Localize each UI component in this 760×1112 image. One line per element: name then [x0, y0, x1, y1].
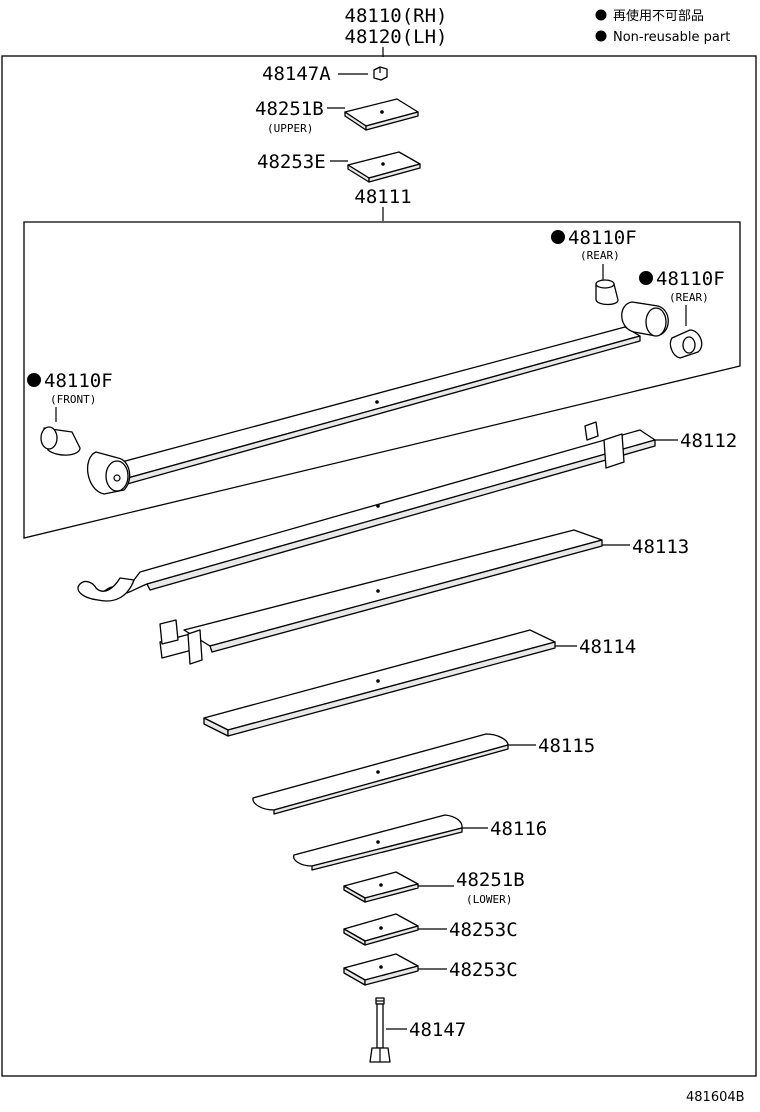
label-48110f-rear-2: 48110F — [656, 268, 725, 290]
label-48114: 48114 — [579, 636, 636, 658]
leaf-48114: 48114 — [203, 629, 636, 737]
leaf-48115: 48115 — [252, 733, 595, 815]
label-lower: (LOWER) — [466, 893, 512, 906]
label-48251b-lower: 48251B — [456, 869, 525, 891]
assembly-frame — [23, 221, 741, 539]
label-48253c-2: 48253C — [449, 959, 518, 981]
label-rear-2: (REAR) — [669, 291, 709, 304]
label-48253c-1: 48253C — [449, 919, 518, 941]
label-48251b-upper: 48251B — [255, 98, 324, 120]
leaf-48116: 48116 — [293, 814, 547, 871]
label-48116: 48116 — [490, 818, 547, 840]
main-leaf-48111 — [86, 301, 669, 495]
lower-spacer-2-48253c: 48253C — [343, 953, 518, 986]
leaf-48112: 48112 — [77, 421, 737, 602]
non-reusable-bullet-icon — [551, 230, 565, 244]
legend-bullet-icon — [595, 30, 607, 42]
label-upper: (UPPER) — [267, 122, 313, 135]
bushing-rear-2-48110f: 48110F (REAR) — [639, 268, 725, 359]
legend-bullet-icon — [595, 9, 607, 21]
lower-spacer-1-48253c: 48253C — [343, 913, 518, 946]
label-48110f-front: 48110F — [44, 370, 113, 392]
non-reusable-bullet-icon — [639, 271, 653, 285]
label-rear-1: (REAR) — [580, 249, 620, 262]
legend-en: Non-reusable part — [613, 30, 730, 45]
upper-spacer-48253e: 48253E — [257, 151, 421, 183]
label-48253e: 48253E — [257, 151, 326, 173]
non-reusable-bullet-icon — [27, 373, 41, 387]
label-48112: 48112 — [680, 430, 737, 452]
label-48147a: 48147A — [262, 63, 331, 85]
label-48147: 48147 — [409, 1019, 466, 1041]
figure-code: 481604B — [686, 1090, 745, 1105]
upper-seat-48251b: 48251B (UPPER) — [255, 98, 419, 135]
label-48110f-rear-1: 48110F — [568, 227, 637, 249]
bushing-front-48110f: 48110F (FRONT) — [27, 370, 113, 456]
outer-frame — [1, 55, 757, 1077]
label-48113: 48113 — [632, 536, 689, 558]
title-lh: 48120(LH) — [345, 26, 448, 48]
center-bolt-48147: 48147 — [369, 997, 466, 1063]
bushing-rear-1-48110f: 48110F (REAR) — [551, 227, 637, 306]
legend-ja: 再使用不可部品 — [613, 8, 704, 24]
nut-48147a: 48147A — [262, 63, 388, 85]
label-48111: 48111 — [354, 186, 411, 208]
label-front: (FRONT) — [50, 393, 96, 406]
label-48115: 48115 — [538, 735, 595, 757]
title-rh: 48110(RH) — [345, 5, 448, 27]
lower-seat-48251b: 48251B (LOWER) — [343, 869, 525, 906]
leaf-48113: 48113 — [159, 529, 689, 665]
